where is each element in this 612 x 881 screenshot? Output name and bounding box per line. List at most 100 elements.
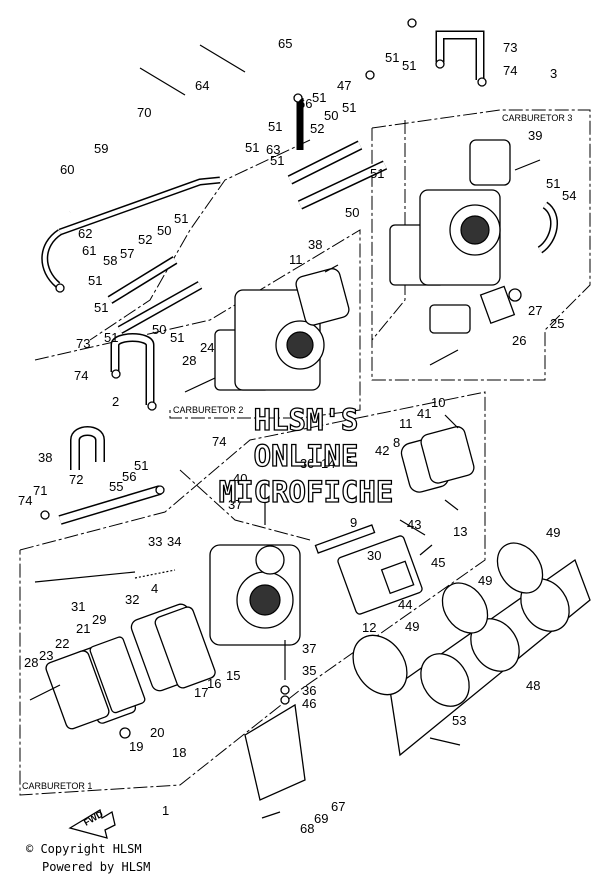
long-hose-59-inner (68, 28, 406, 214)
callout-11: 11 (289, 252, 303, 267)
clip (435, 59, 445, 69)
callout-29: 29 (92, 612, 106, 627)
callout-51: 51 (94, 300, 108, 315)
callout-51: 51 (312, 90, 326, 105)
callout-63: 63 (266, 142, 280, 157)
callout-51: 51 (170, 330, 184, 345)
callout-47: 47 (337, 78, 351, 93)
callout-42: 42 (375, 443, 389, 458)
callout-55: 55 (109, 479, 123, 494)
leader-dash-3 (179, 469, 311, 541)
callout-9: 9 (350, 515, 357, 530)
callout-57: 57 (120, 246, 134, 261)
callout-22: 22 (55, 636, 69, 651)
carb1-top-boss (255, 545, 285, 575)
callout-45: 45 (431, 555, 445, 570)
cable-tie-70 (139, 67, 186, 96)
hose-54-inner (538, 202, 557, 253)
screw-13 (444, 499, 459, 511)
powered-by-text: Powered by HLSM (42, 860, 150, 874)
leader-dash-1 (89, 139, 311, 341)
callout-12: 12 (362, 620, 376, 635)
callout-33: 33 (148, 534, 162, 549)
carburetor-2-body (184, 264, 350, 393)
copyright-text: © Copyright HLSM (26, 842, 142, 856)
callout-51: 51 (174, 211, 188, 226)
u-hose-73-mid-inner (112, 334, 153, 405)
cover-22 (45, 650, 110, 730)
callout-30: 30 (300, 456, 314, 471)
callout-49: 49 (546, 525, 560, 540)
carb3-plug-27 (508, 288, 522, 302)
carburetor-1-body (29, 414, 475, 819)
callout-67: 67 (331, 799, 345, 814)
callout-50: 50 (324, 108, 338, 123)
callout-44: 44 (398, 597, 412, 612)
callout-51: 51 (245, 140, 259, 155)
callout-39: 39 (528, 128, 542, 143)
throttle-shaft-31 (34, 571, 136, 583)
section-label-carburetor-1: CARBURETOR 1 (22, 781, 92, 791)
callout-18: 18 (172, 745, 186, 760)
callout-38: 38 (308, 237, 322, 252)
callout-5: 5 (345, 454, 352, 469)
section-boundaries (19, 109, 591, 796)
bracket-67 (244, 703, 306, 801)
section-label-carburetor-2: CARBURETOR 2 (173, 405, 243, 415)
screw-28-carb1 (29, 684, 61, 701)
callout-51: 51 (342, 100, 356, 115)
callout-36: 36 (302, 683, 316, 698)
callout-73: 73 (76, 336, 90, 351)
callout-43: 43 (407, 517, 421, 532)
callout-74: 74 (74, 368, 88, 383)
screw-53 (429, 737, 461, 746)
u-hose-73-top (435, 30, 485, 80)
callout-11: 11 (399, 416, 413, 431)
callout-3: 3 (550, 66, 557, 81)
callout-72: 72 (69, 472, 83, 487)
callout-24: 24 (200, 340, 214, 355)
hose-62-inner (59, 178, 221, 234)
callout-28: 28 (182, 353, 196, 368)
intake-manifold (244, 542, 591, 801)
fwd-arrow-icon (68, 808, 116, 839)
callout-30: 30 (367, 548, 381, 563)
clip (40, 510, 50, 520)
callout-51: 51 (104, 330, 118, 345)
hose-50-d-inner (298, 161, 387, 209)
hose-55-inner (58, 486, 162, 524)
clip (147, 401, 157, 411)
callout-17: 17 (194, 685, 208, 700)
clip (365, 70, 375, 80)
callout-25: 25 (550, 316, 564, 331)
hose-61-inner (42, 230, 62, 287)
callout-51: 51 (268, 119, 282, 134)
callout-49: 49 (478, 573, 492, 588)
callout-52: 52 (138, 232, 152, 247)
callout-74: 74 (212, 434, 226, 449)
callout-69: 69 (314, 811, 328, 826)
callout-65: 65 (278, 36, 292, 51)
callout-51: 51 (134, 458, 148, 473)
cable-tie-64 (199, 44, 246, 73)
callout-68: 68 (300, 821, 314, 836)
callout-37: 37 (228, 497, 242, 512)
watermark-line-1: HLSM'S (254, 403, 359, 437)
carb3-flange (469, 139, 511, 186)
callout-56: 56 (122, 469, 136, 484)
carb3-bore-inner (460, 215, 490, 245)
callout-51: 51 (370, 166, 384, 181)
section-label-carburetor-3: CARBURETOR 3 (502, 113, 572, 123)
gasket-11-carb2 (295, 268, 350, 326)
callout-54: 54 (562, 188, 576, 203)
gasket-49-right (496, 542, 544, 594)
clip (407, 18, 417, 28)
callout-34: 34 (167, 534, 181, 549)
carburetor-3-body (389, 139, 541, 366)
carburetor-1-boundary (19, 391, 486, 796)
bracket-12 (337, 535, 423, 615)
clips (40, 18, 487, 520)
callout-26: 26 (512, 333, 526, 348)
callout-1: 1 (162, 803, 169, 818)
